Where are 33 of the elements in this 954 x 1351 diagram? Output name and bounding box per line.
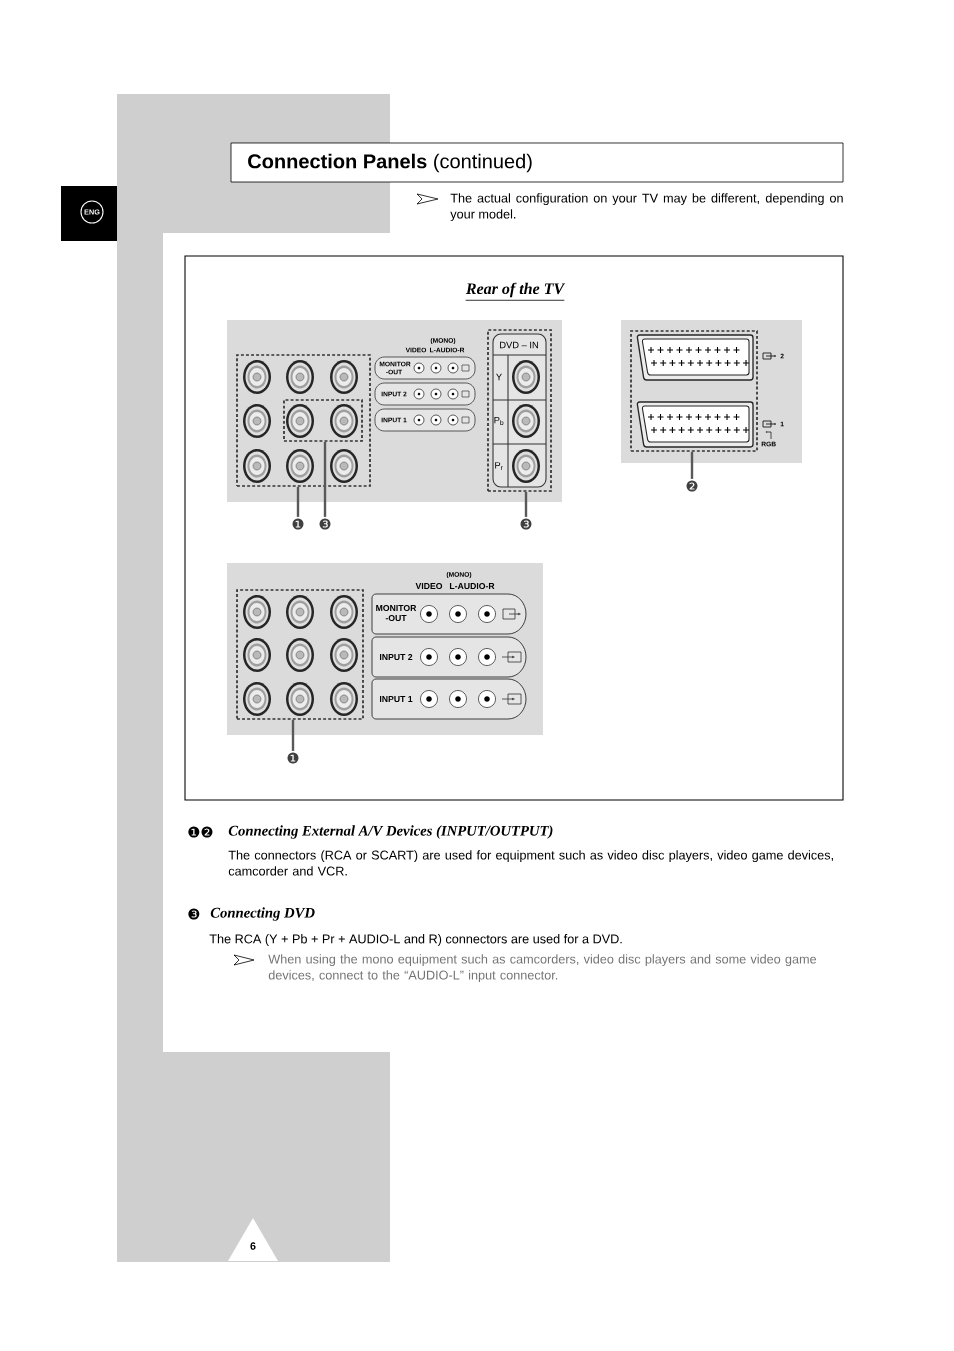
connector-label: VIDEO	[415, 582, 443, 590]
connector-label: INPUT 2	[379, 653, 413, 661]
callout-number: ❶	[292, 518, 304, 530]
body-text: The RCA (Y + Pb + Pr + AUDIO-L and R) connectors are used for a DVD.	[209, 934, 622, 946]
panel-label: Y	[496, 373, 502, 381]
dashed-group-outline	[236, 589, 364, 720]
callout-number: ❸	[319, 518, 331, 530]
title-box: Connection Panels (continued)	[230, 142, 844, 183]
callout-number: ❸	[188, 908, 200, 920]
leader-line	[690, 451, 694, 479]
section-heading: Rear of the TV	[465, 282, 566, 301]
connector-label: MONITOR -OUT	[376, 604, 417, 622]
connector-label: INPUT 1	[379, 696, 413, 703]
dashed-group-outline	[630, 330, 758, 452]
leader-line	[524, 491, 528, 517]
connector-label: L-AUDIO-R	[449, 582, 495, 590]
panel-label: DVD – IN	[500, 341, 538, 349]
section-heading: Connecting External A/V Devices (INPUT/OUTPUT)	[228, 825, 553, 839]
panel-label: P$_{b}$	[494, 416, 504, 426]
callout-number: ❶	[287, 752, 299, 764]
leader-line	[291, 719, 295, 751]
body-text: The connectors (RCA or SCART) are used for equipment such as video disc players, video game devices, camcorder and VCR.	[228, 850, 833, 876]
callout-number: ❷	[686, 480, 698, 492]
note-text: When using the mono equipment such as camcorders, video disc players and some video game devices, connect to the “AUDIO-L” input connector.	[268, 954, 817, 983]
section-heading: Connecting DVD	[210, 907, 315, 921]
dashed-group-outline	[236, 354, 371, 487]
page-number: 6	[228, 1218, 278, 1261]
callout-number: ❸	[520, 518, 532, 530]
callout-number: ❶❷	[188, 826, 213, 838]
note-text: The actual configuration on your TV may be different, depending on your model.	[450, 193, 843, 222]
panel-label: P$_{r}$	[495, 462, 503, 470]
leader-line	[296, 486, 300, 517]
dashed-group-outline	[283, 399, 363, 442]
